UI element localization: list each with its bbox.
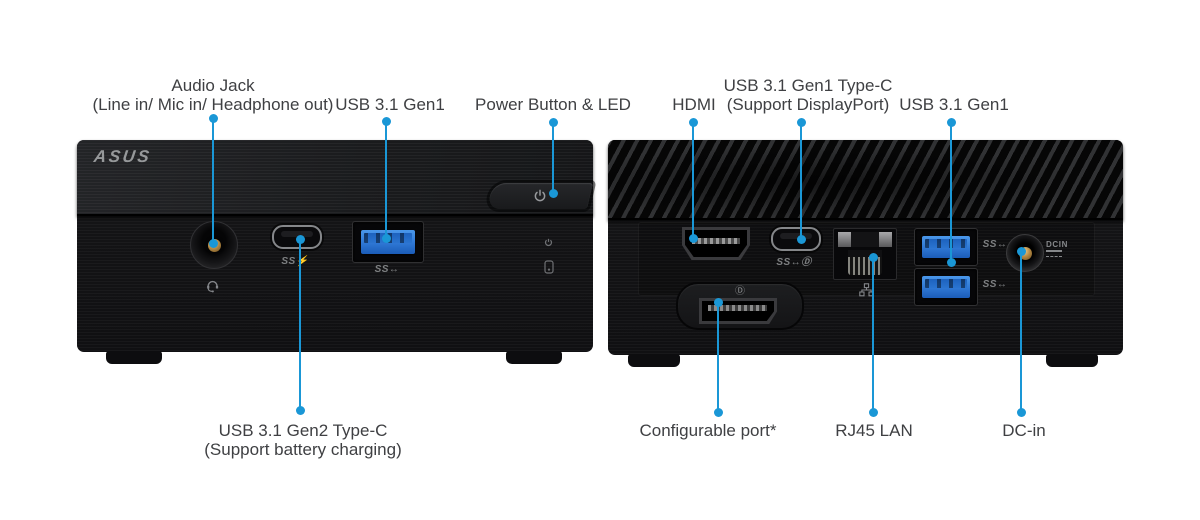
usb-a-port-rear-bottom — [914, 268, 978, 306]
leader-line-usb31-gen2-type-c — [299, 239, 301, 410]
displayport-inner — [702, 301, 774, 321]
displayport-connector — [699, 298, 777, 324]
usb-a-front-marking: SS↔ — [374, 264, 400, 275]
leader-dot — [1016, 246, 1026, 256]
leader-dot — [688, 117, 698, 127]
leader-dot — [1016, 407, 1026, 417]
leader-dot — [548, 188, 558, 198]
label-dc-in: DC-in — [1002, 421, 1046, 440]
label-usb31-gen1-front: USB 3.1 Gen1 — [335, 95, 445, 114]
leader-dot — [381, 116, 391, 126]
headset-icon — [207, 280, 219, 293]
dp-logo-icon: Ⓓ — [735, 286, 745, 297]
usb-a-port-rear-top — [914, 228, 978, 266]
leader-dot — [796, 117, 806, 127]
usb-c-slot — [281, 231, 313, 237]
dc-in-marking-text: DCIN — [1046, 240, 1068, 249]
leader-line-configurable-port — [717, 302, 719, 412]
leader-dot — [688, 233, 698, 243]
rj45-port — [833, 228, 897, 280]
usb-c-front-marking: SS⚡ — [281, 256, 309, 267]
usb-a-inner — [921, 275, 971, 299]
usb-c-port-front — [272, 225, 322, 249]
leader-dot — [208, 113, 218, 123]
leader-dot — [868, 252, 878, 262]
hdmi-pins — [692, 237, 740, 245]
usb-c-port-rear — [771, 227, 821, 251]
leader-dot — [868, 407, 878, 417]
power-icon — [534, 189, 546, 202]
label-usb31-gen1-rear: USB 3.1 Gen1 — [899, 95, 1009, 114]
leader-dot — [295, 234, 305, 244]
leader-line-audio-jack — [212, 118, 214, 243]
usb-c-rear-marking: SS↔Ⓓ — [776, 257, 812, 268]
label-usb31-gen1-type-c: USB 3.1 Gen1 Type-C (Support DisplayPort… — [723, 76, 893, 114]
usb-a-tongue — [924, 278, 968, 288]
leader-line-hdmi — [692, 122, 694, 238]
label-audio-jack: Audio Jack (Line in/ Mic in/ Headphone o… — [92, 76, 334, 114]
mini-pc-front-view: ASUS SS⚡ SS↔ — [77, 140, 594, 364]
leader-line-usb31-gen1-rear — [950, 122, 952, 262]
device-foot — [506, 351, 562, 364]
leader-dot — [713, 407, 723, 417]
label-power-button-led: Power Button & LED — [475, 95, 631, 114]
device-foot — [628, 354, 680, 367]
usb-a-tongue — [924, 238, 968, 248]
usb-a-rear-top-marking: SS↔ — [982, 239, 1008, 250]
leader-dot — [381, 233, 391, 243]
usb-c-slot — [780, 233, 812, 239]
power-led-icon — [544, 238, 553, 247]
usb-a-inner — [921, 235, 971, 259]
rj45-shade — [851, 232, 879, 247]
hdd-led-icon — [544, 260, 554, 274]
leader-dot — [548, 117, 558, 127]
leader-line-rj45-lan — [872, 257, 874, 412]
asus-logo: ASUS — [92, 147, 153, 166]
leader-dot — [208, 238, 218, 248]
dc-in-marking: DCIN — [1046, 240, 1068, 257]
leader-line-power-button — [552, 122, 554, 193]
leader-line-usb31-gen1-front — [385, 121, 387, 238]
vent-grille — [608, 140, 1123, 220]
usb-a-rear-bottom-marking: SS↔ — [982, 279, 1008, 290]
leader-dot — [796, 234, 806, 244]
leader-dot — [295, 405, 305, 415]
leader-dot — [946, 117, 956, 127]
power-button — [486, 183, 594, 209]
label-usb31-gen2-type-c: USB 3.1 Gen2 Type-C (Support battery cha… — [204, 421, 402, 459]
device-foot — [106, 351, 162, 364]
displayport-pins — [707, 305, 767, 311]
leader-line-dc-in — [1020, 251, 1022, 412]
leader-line-usb31-gen1-type-c — [800, 122, 802, 239]
label-rj45-lan: RJ45 LAN — [835, 421, 913, 440]
leader-dot — [946, 257, 956, 267]
dc-symbol — [1046, 250, 1062, 257]
leader-dot — [713, 297, 723, 307]
front-lid — [77, 140, 593, 216]
label-hdmi: HDMI — [672, 95, 716, 114]
configurable-port-plate: Ⓓ — [676, 282, 804, 330]
mini-pc-rear-view: SS↔Ⓓ SS↔ SS↔ — [608, 140, 1123, 367]
device-foot — [1046, 354, 1098, 367]
label-configurable-port: Configurable port* — [639, 421, 777, 440]
